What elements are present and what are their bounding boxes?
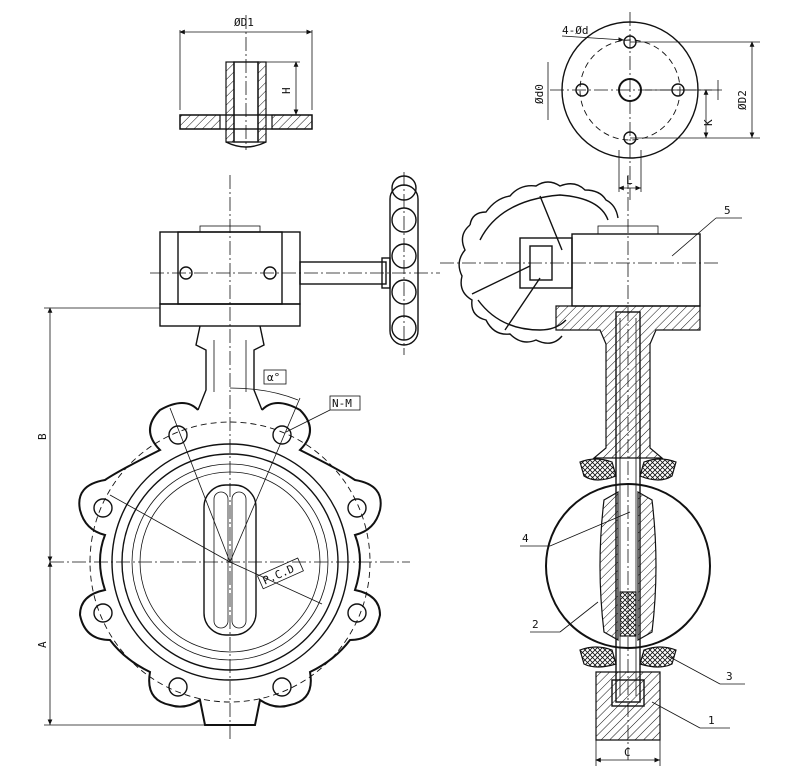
dim-nm-label: N-M [332,397,352,410]
side-view: C 1 2 3 4 5 [440,175,745,766]
dim-d1-label: ØD1 [234,16,254,29]
front-view: α° N-M P.C.D B A [36,172,440,740]
dim-l-label: L [626,174,633,187]
dim-holes-label: 4-Ød [562,24,589,37]
dim-c-label: C [624,746,631,759]
flange-plan-view: 4-Ød ØD2 K Ød0 L [533,12,760,200]
part-label-2: 2 [532,618,539,631]
dim-h-label: H [280,87,293,94]
dim-d2-label: ØD2 [736,90,749,110]
dim-k-label: K [702,119,715,126]
part-label-4: 4 [522,532,529,545]
dim-d0-label: Ød0 [533,84,546,104]
flange-section-view: ØD1 H [179,15,313,150]
dim-a-label: A [36,641,49,648]
part-label-5: 5 [724,204,731,217]
dim-b-label: B [36,433,49,440]
dim-alpha-label: α° [267,371,280,384]
part-label-1: 1 [708,714,715,727]
part-label-3: 3 [726,670,733,683]
